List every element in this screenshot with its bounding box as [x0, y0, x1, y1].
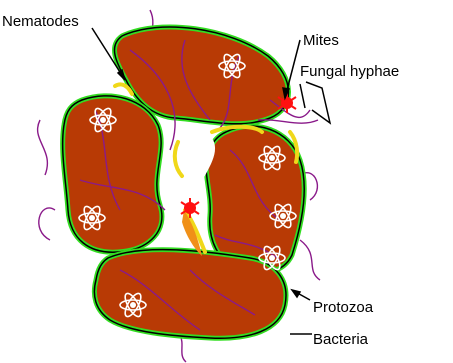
- label-mites: Mites: [303, 32, 339, 49]
- aggregate-bottom: [94, 250, 286, 339]
- aggregate-left: [63, 96, 162, 252]
- label-bacteria: Bacteria: [313, 331, 369, 348]
- label-protozoa: Protozoa: [313, 299, 374, 316]
- label-nematodes: Nematodes: [2, 13, 79, 30]
- label-fungal-hyphae: Fungal hyphae: [300, 63, 399, 80]
